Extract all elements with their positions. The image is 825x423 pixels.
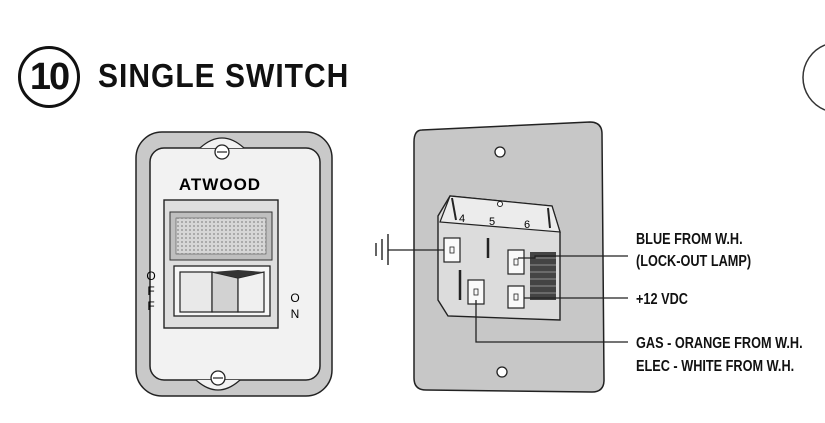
screw-icon [496,366,508,378]
rocker-middle-face [211,271,239,313]
terminal-4 [443,237,461,263]
off-label-letter-2: F [147,284,154,298]
brand-logo: ATWOOD [179,175,261,194]
terminal-number-6: 6 [524,219,530,231]
top-mount-tab [199,137,245,149]
rocker-left-face [179,271,213,313]
switch-body-top [439,195,561,233]
body-tab-left [451,197,457,221]
wire-gas-elec [475,300,628,343]
switch-body-ribs [530,252,556,300]
rocker-right-face [237,271,265,313]
body-rivet [497,201,503,207]
step-number-badge: 10 [18,46,80,108]
switch-front-view: ATWOOD O F F O N [135,131,333,397]
callout-gas: GAS - ORANGE FROM W.H. [636,335,803,352]
rocker-top-edge [212,270,264,278]
body-tab-right [547,207,551,229]
wire-blue-lockout [518,255,628,259]
callout-blue-line2: (LOCK-OUT LAMP) [636,253,752,270]
terminal-number-4: 4 [459,213,465,225]
switch-rear-view: 4 5 6 [375,121,628,393]
ground-symbol-icon [375,234,444,265]
on-label-letter-2: N [291,307,300,321]
next-step-badge-edge [802,44,825,111]
on-label-letter-1: O [290,291,299,305]
callout-12vdc: +12 VDC [636,291,688,308]
off-label-letter-3: F [147,299,154,313]
terminal-number-5: 5 [489,216,495,228]
terminal-6-bottom [507,285,525,309]
indicator-lens-texture [175,217,267,255]
terminal-6-top [507,249,525,275]
screw-icon [494,146,506,158]
callout-blue-line1: BLUE FROM W.H. [636,231,743,248]
callout-elec: ELEC - WHITE FROM W.H. [636,358,795,375]
off-label-letter-1: O [146,269,155,283]
step-number: 10 [29,55,70,98]
rocker-switch[interactable] [173,265,271,317]
page-title: SINGLE SWITCH [98,58,350,95]
